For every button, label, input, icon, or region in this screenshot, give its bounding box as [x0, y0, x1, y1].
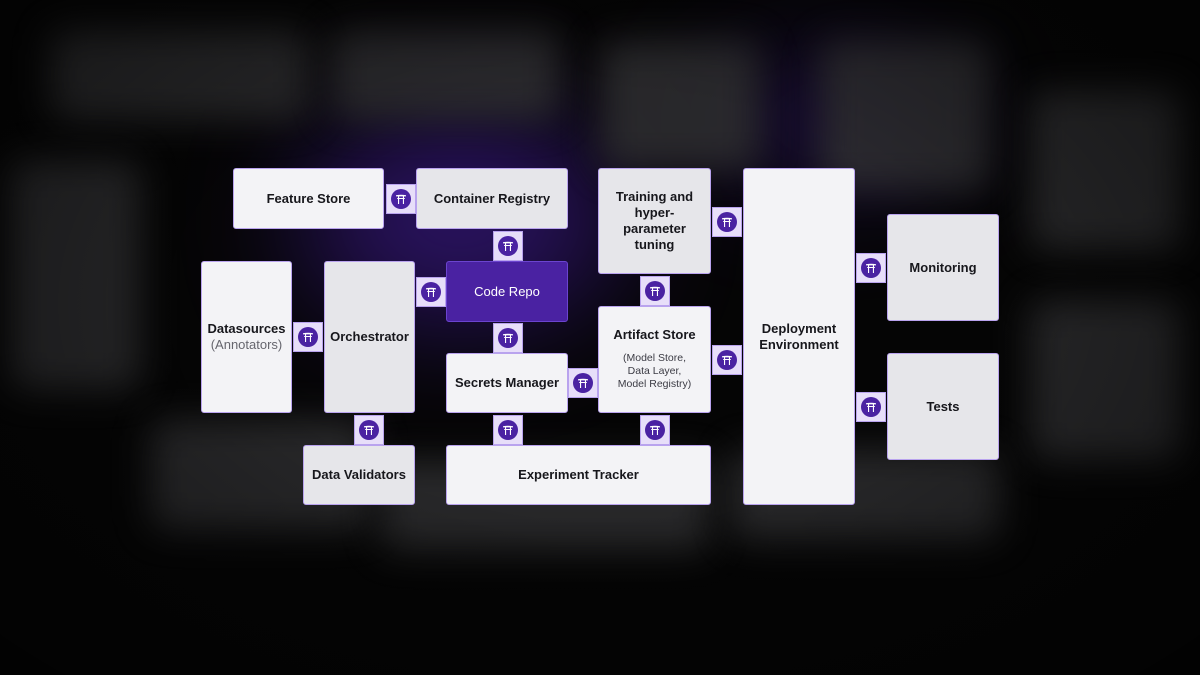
connector-deployment-tests [856, 392, 886, 422]
datasources-node: Datasources (Annotators) [201, 261, 292, 413]
monitoring-label: Monitoring [909, 259, 977, 275]
artifact-store-sublabel: (Model Store, Data Layer, Model Registry… [617, 352, 692, 391]
torii-gate-icon [645, 420, 665, 440]
training-node: Training and hyper-parameter tuning [598, 168, 711, 274]
datasources-label: Datasources [207, 321, 286, 337]
connector-deployment-monitoring [856, 253, 886, 283]
feature-store-node: Feature Store [233, 168, 384, 229]
torii-gate-icon [391, 189, 411, 209]
connector-container-registry-code-repo [493, 231, 523, 261]
orchestrator-node: Orchestrator [324, 261, 415, 413]
connector-training-artifact-store [640, 276, 670, 306]
torii-gate-icon [717, 350, 737, 370]
connector-orchestrator-data-validators [354, 415, 384, 445]
torii-gate-icon [298, 327, 318, 347]
connector-secrets-manager-experiment-tracker [493, 415, 523, 445]
torii-gate-icon [573, 373, 593, 393]
monitoring-node: Monitoring [887, 214, 999, 321]
connector-secrets-manager-artifact-store [568, 368, 598, 398]
torii-gate-icon [645, 281, 665, 301]
connector-code-repo-secrets-manager [493, 323, 523, 353]
torii-gate-icon [861, 397, 881, 417]
torii-gate-icon [498, 420, 518, 440]
connector-feature-store-container-registry [386, 184, 416, 214]
connector-orchestrator-code-repo [416, 277, 446, 307]
deployment-environment-node: Deployment Environment [743, 168, 855, 505]
torii-gate-icon [421, 282, 441, 302]
tests-node: Tests [887, 353, 999, 460]
code-repo-node: Code Repo [446, 261, 568, 322]
connector-datasources-orchestrator [293, 322, 323, 352]
orchestrator-label: Orchestrator [330, 329, 409, 345]
artifact-store-label: Artifact Store [613, 327, 696, 343]
container-registry-label: Container Registry [433, 190, 551, 206]
connector-training-deployment [712, 207, 742, 237]
torii-gate-icon [717, 212, 737, 232]
connector-artifact-store-deployment [712, 345, 742, 375]
torii-gate-icon [359, 420, 379, 440]
data-validators-label: Data Validators [312, 467, 406, 483]
connector-artifact-store-experiment-tracker [640, 415, 670, 445]
artifact-store-node: Artifact Store (Model Store, Data Layer,… [598, 306, 711, 413]
tests-label: Tests [926, 398, 960, 414]
training-label: Training and hyper-parameter tuning [615, 189, 694, 252]
feature-store-label: Feature Store [266, 190, 351, 206]
torii-gate-icon [861, 258, 881, 278]
datasources-sublabel: (Annotators) [210, 337, 283, 352]
data-validators-node: Data Validators [303, 445, 415, 505]
secrets-manager-label: Secrets Manager [454, 375, 560, 391]
container-registry-node: Container Registry [416, 168, 568, 229]
secrets-manager-node: Secrets Manager [446, 353, 568, 413]
experiment-tracker-node: Experiment Tracker [446, 445, 711, 505]
torii-gate-icon [498, 328, 518, 348]
torii-gate-icon [498, 236, 518, 256]
experiment-tracker-label: Experiment Tracker [518, 467, 639, 483]
code-repo-label: Code Repo [474, 283, 540, 299]
deployment-environment-label: Deployment Environment [759, 320, 839, 352]
